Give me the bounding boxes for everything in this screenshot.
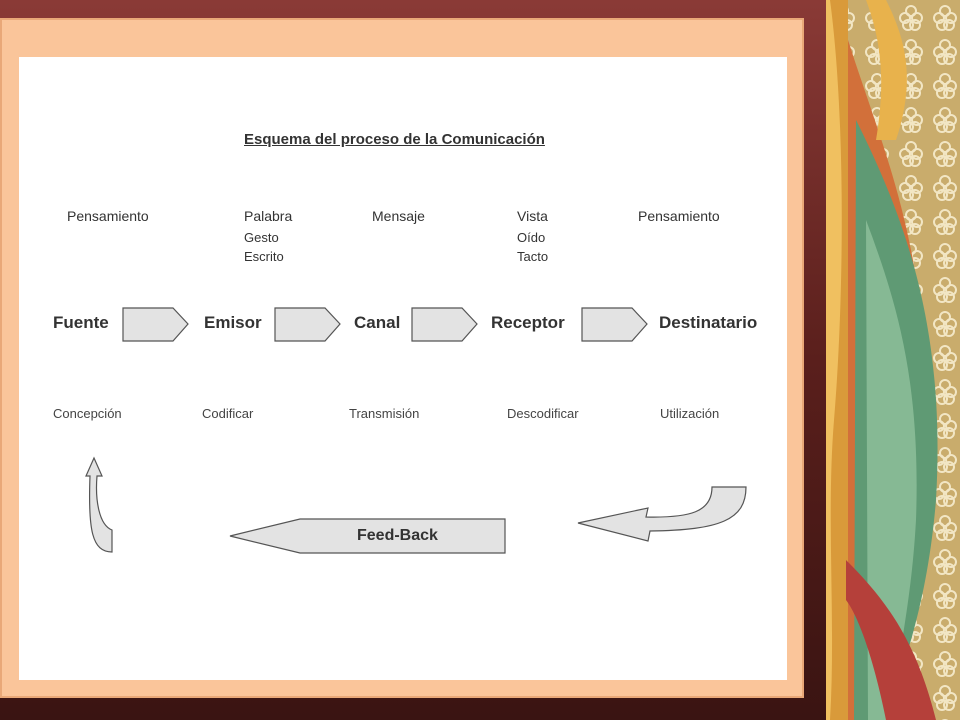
return-curve-arrow: [577, 486, 747, 542]
process-concepcion: Concepción: [53, 406, 122, 421]
process-descodificar: Descodificar: [507, 406, 579, 421]
top-sublabel-emisor-2: Escrito: [244, 249, 284, 264]
top-label-receptor: Vista: [517, 208, 548, 224]
flow-arrow-3: [411, 307, 478, 342]
up-curve-arrow: [85, 456, 113, 553]
feedback-arrow: [229, 518, 506, 554]
top-label-destinatario: Pensamiento: [638, 208, 720, 224]
top-label-emisor: Palabra: [244, 208, 293, 224]
process-utilizacion: Utilización: [660, 406, 720, 421]
node-fuente: Fuente: [53, 313, 109, 332]
decorative-side-panel: [826, 0, 960, 720]
node-canal: Canal: [354, 313, 401, 332]
diagram-title: Esquema del proceso de la Comunicación: [244, 131, 545, 148]
top-label-canal: Mensaje: [372, 208, 425, 224]
top-sublabel-receptor-2: Tacto: [517, 249, 549, 264]
flow-arrow-4: [581, 307, 648, 342]
node-emisor: Emisor: [204, 313, 262, 332]
node-destinatario: Destinatario: [659, 313, 758, 332]
top-sublabel-receptor-1: Oído: [517, 230, 546, 245]
process-transmision: Transmisión: [349, 406, 420, 421]
node-receptor: Receptor: [491, 313, 565, 332]
top-sublabel-emisor-1: Gesto: [244, 230, 279, 245]
floral-pattern-decoration: [826, 0, 960, 720]
flow-arrow-2: [274, 307, 341, 342]
diagram-panel: [19, 57, 787, 680]
flow-arrow-1: [122, 307, 189, 342]
feedback-label: Feed-Back: [357, 527, 438, 544]
process-codificar: Codificar: [202, 406, 254, 421]
top-label-fuente: Pensamiento: [67, 208, 149, 224]
